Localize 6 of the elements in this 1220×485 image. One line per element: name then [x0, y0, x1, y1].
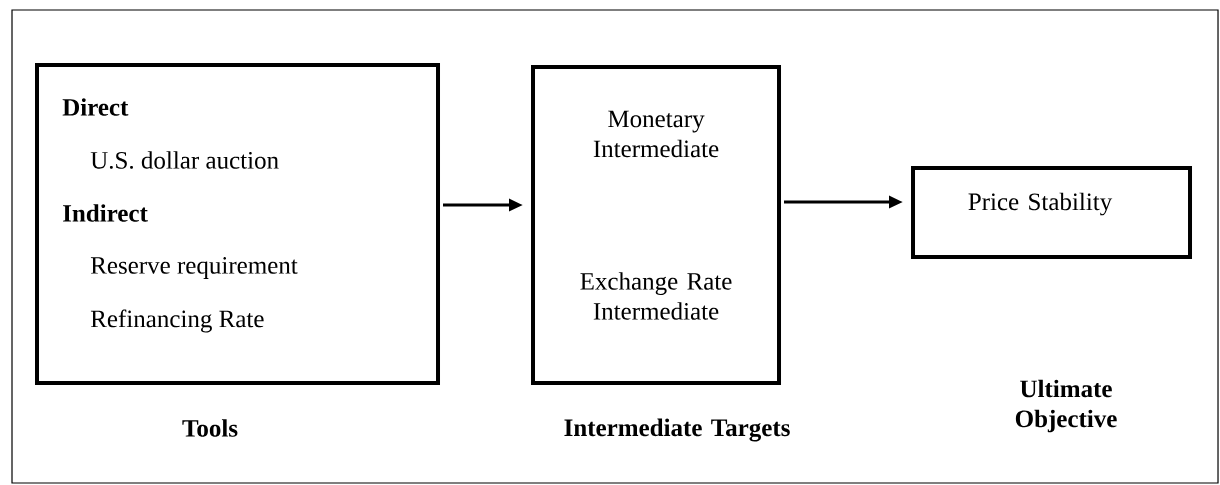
box: Price Stability: [911, 166, 1192, 259]
box: Monetary Intermediate Exchange Rate Intermediate: [531, 65, 781, 385]
box: Direct U.S. dollar auction Indirect Reserve requirement Refinancing Rate: [35, 63, 440, 385]
caption: Ultimate Objective: [1015, 379, 1117, 433]
node-label: Intermediate Targets: [564, 418, 790, 442]
node-label: Tools: [182, 419, 238, 437]
